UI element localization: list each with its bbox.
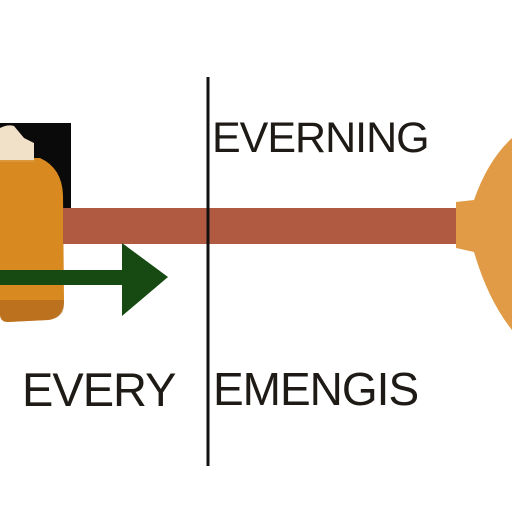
bottle-shadow	[0, 300, 64, 322]
bottom-right-word-label: EMENGIS	[213, 363, 419, 415]
bottle-icon	[0, 158, 64, 322]
top-word-label: EVERNING	[212, 114, 430, 162]
bottle-cap-icon	[0, 125, 34, 162]
funnel-arrowhead-icon	[456, 138, 512, 330]
bottom-left-word-label: EVERY	[22, 363, 176, 416]
shaft-bar	[63, 208, 467, 244]
bottle-cap-ring	[0, 160, 36, 166]
green-arrow-shaft	[0, 270, 132, 285]
right-arrow-icon	[122, 243, 168, 316]
